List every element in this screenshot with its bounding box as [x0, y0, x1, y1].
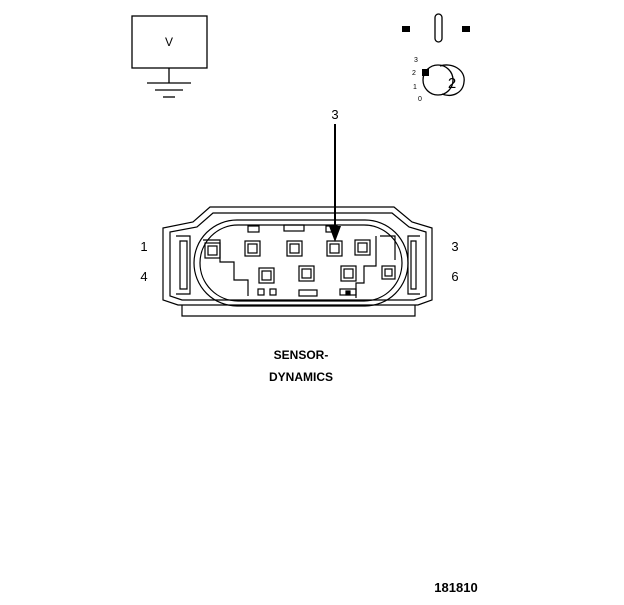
- probe-pin-label: 3: [331, 107, 338, 122]
- ignition-switch-icon: [402, 13, 470, 97]
- ignition-mark-2: 2: [412, 70, 416, 77]
- ignition-mark-3: 3: [414, 57, 418, 64]
- caption-line-2: DYNAMICS: [269, 370, 333, 384]
- pin-label-1: 1: [140, 239, 147, 254]
- pin-label-6: 6: [451, 269, 458, 284]
- figure-number: 181810: [434, 580, 477, 595]
- cavity-8: [340, 265, 357, 282]
- connector-cavities: [204, 224, 396, 297]
- cavity-7: [298, 265, 315, 282]
- cavity-2: [244, 240, 261, 257]
- cavity-3-pin: [286, 240, 303, 257]
- connector-housing: [162, 206, 433, 317]
- cavity-5: [354, 239, 371, 256]
- cavity-9: [381, 265, 396, 280]
- ignition-mark-0: 0: [418, 96, 422, 103]
- probe-arrow: [329, 124, 341, 242]
- ignition-mark-1: 1: [413, 84, 417, 91]
- caption-line-1: SENSOR-: [274, 348, 329, 362]
- cavity-6: [258, 267, 275, 284]
- voltmeter: [131, 15, 208, 98]
- voltmeter-symbol: V: [165, 35, 173, 49]
- cavity-1: [204, 242, 221, 259]
- pin-label-3: 3: [451, 239, 458, 254]
- ignition-position-label: 2: [448, 75, 456, 92]
- cavity-4: [326, 240, 343, 257]
- pin-label-4: 4: [140, 269, 147, 284]
